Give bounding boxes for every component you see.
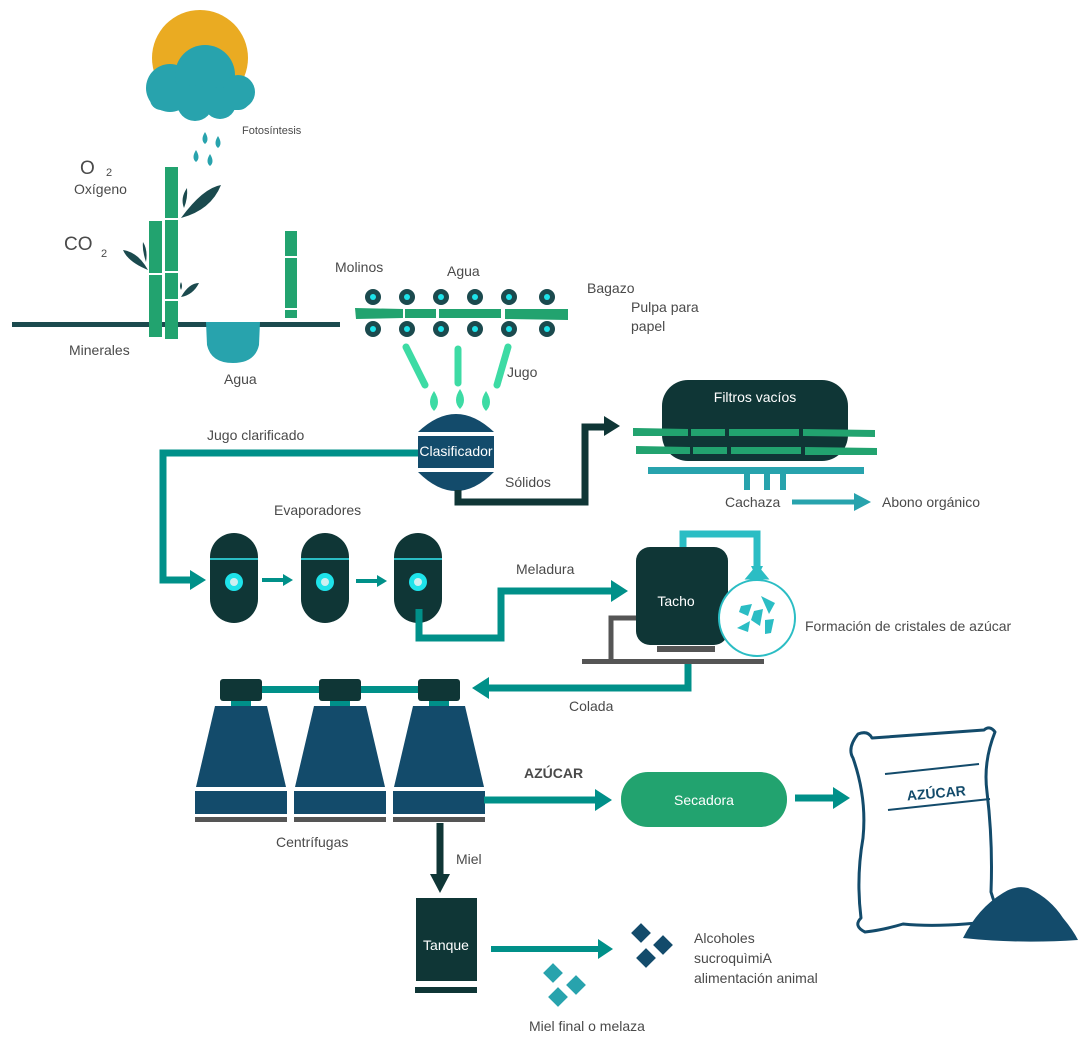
sugar-pile-icon (963, 887, 1078, 942)
arrow-to-dryer (595, 789, 612, 811)
clarifier-tank (418, 414, 494, 491)
soil-water-label: Agua (224, 371, 257, 387)
clarified-juice-label: Jugo clarificado (207, 427, 304, 443)
evaporator-group (210, 533, 442, 623)
crystals-label: Formación de cristales de azúcar (805, 618, 1012, 634)
tacho-stand (608, 615, 636, 660)
pulp-label-line2: papel (631, 318, 665, 334)
molasses-label: Miel final o melaza (529, 1018, 645, 1034)
dryer-unit (621, 772, 787, 827)
mill-roller-icon (433, 321, 449, 337)
sun-cloud-icon (146, 10, 255, 166)
clarifier-label: Clasificador (419, 443, 492, 459)
centrifuge-group (195, 679, 485, 822)
cachaza-label: Cachaza (725, 494, 780, 510)
oxygen-label: Oxígeno (74, 181, 127, 197)
mill-roller-icon (501, 289, 517, 305)
filters-label: Filtros vacíos (714, 389, 796, 405)
photosynthesis-label: Fotosíntesis (242, 125, 302, 137)
o2-symbol: O (80, 158, 95, 179)
mill-roller-icon (365, 289, 381, 305)
filter-belts (633, 428, 877, 455)
tacho-vessel (636, 547, 728, 645)
colada-pipe (486, 664, 692, 692)
centrifuge-1 (195, 679, 287, 822)
minerals-label: Minerales (69, 342, 130, 358)
rain-drops-icon (193, 132, 221, 166)
vacuum-filter-drum (662, 380, 848, 461)
arrow-to-fertilizer (854, 493, 871, 511)
bagasse-label: Bagazo (587, 280, 635, 296)
arrow-to-tacho (611, 580, 628, 602)
uses-line-2: sucroquìmiA (694, 950, 772, 966)
mill-roller-icon (467, 321, 483, 337)
mill-roller-icon (433, 289, 449, 305)
colada-label: Colada (569, 698, 614, 714)
tank-vessel (416, 898, 477, 981)
pulp-label-line1: Pulpa para (631, 299, 699, 315)
solids-pipe (454, 423, 607, 506)
mills-water-label: Agua (447, 263, 480, 279)
evaporator-3 (394, 533, 442, 623)
products-cubes-icon (631, 923, 673, 968)
tank-base (415, 987, 477, 993)
tacho-base-plate (657, 646, 715, 652)
centrifuge-2 (294, 679, 386, 822)
bag-label: AZÚCAR (906, 781, 966, 803)
syrup-label: Meladura (516, 561, 575, 577)
mill-belt (355, 308, 568, 320)
centrifuges-label: Centrífugas (276, 834, 348, 850)
syrup-pipe (415, 587, 614, 642)
solids-label: Sólidos (505, 474, 551, 490)
evaporators-label: Evaporadores (274, 502, 361, 518)
tacho-label: Tacho (657, 593, 695, 609)
arrow-to-uses (598, 939, 613, 959)
mill-roller-icon (501, 321, 517, 337)
mill-roller-icon (467, 289, 483, 305)
juice-label: Jugo (507, 364, 538, 380)
arrow-to-centrifuges (472, 677, 489, 699)
cachaza-tray (648, 467, 864, 474)
mill-rollers (365, 289, 555, 337)
clarified-juice-pipe (159, 449, 418, 584)
cachaza-outlets (744, 474, 786, 490)
arrow-to-bag (833, 787, 850, 809)
evaporator-arrows (262, 574, 387, 587)
mill-roller-icon (539, 289, 555, 305)
fertilizer-label: Abono orgánico (882, 494, 980, 510)
centrifuge-3 (393, 679, 485, 822)
water-pool (206, 322, 260, 363)
tacho-feed-nozzle (751, 566, 763, 578)
o2-subscript: 2 (106, 167, 112, 179)
juice-streams (402, 343, 512, 389)
sugar-output-label: AZÚCAR (524, 764, 583, 781)
uses-line-1: Alcoholes (694, 930, 755, 946)
arrow-to-evaporator-1 (190, 570, 206, 590)
mill-roller-icon (399, 289, 415, 305)
cloud-icon (146, 45, 255, 121)
co2-symbol: CO (64, 234, 93, 255)
molasses-cubes-icon (543, 963, 586, 1007)
mill-roller-icon (539, 321, 555, 337)
arrow-to-tank (430, 874, 450, 893)
sugar-cane-icon (149, 167, 297, 339)
tank-label: Tanque (423, 937, 469, 953)
sugar-bag-icon: AZÚCAR (849, 726, 1005, 934)
arrow-to-filters (604, 416, 620, 436)
honey-label: Miel (456, 851, 482, 867)
sugar-crystals-icon (718, 579, 796, 657)
mill-roller-icon (399, 321, 415, 337)
cane-leaves-icon (123, 185, 221, 297)
tacho-floor (582, 659, 764, 664)
mill-roller-icon (365, 321, 381, 337)
co2-subscript: 2 (101, 248, 107, 260)
juice-drops-icon (430, 389, 490, 411)
evaporator-2 (301, 533, 349, 623)
mills-label: Molinos (335, 259, 383, 275)
uses-line-3: alimentación animal (694, 970, 818, 986)
evaporator-1 (210, 533, 258, 623)
dryer-label: Secadora (674, 792, 734, 808)
